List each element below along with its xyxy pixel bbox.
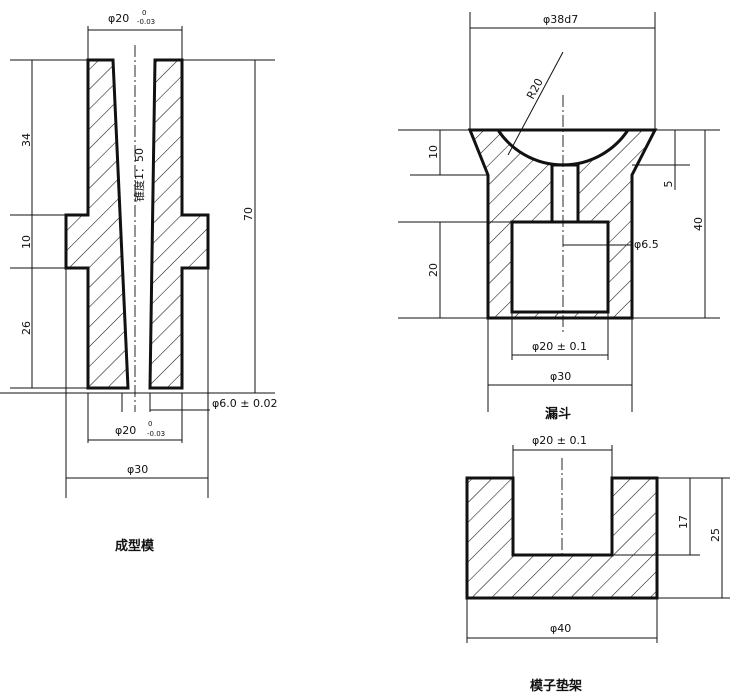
forming-die-top-tol-lower: -0.03 xyxy=(137,18,155,26)
funnel-bore-diameter: φ20 ± 0.1 xyxy=(532,340,587,353)
funnel-neck: 5 xyxy=(662,181,675,188)
forming-die-height-lower: 26 xyxy=(20,321,33,335)
forming-die-bottom-tol-lower: -0.03 xyxy=(147,430,165,438)
die-pad-outer-diameter: φ40 xyxy=(550,622,571,635)
forming-die-left-wall xyxy=(64,58,130,390)
forming-die-caption: 成型模 xyxy=(115,538,155,554)
funnel-bore-depth: 20 xyxy=(427,263,440,277)
die-pad-bore-depth: 17 xyxy=(677,515,690,529)
forming-die-top-diameter: φ20 xyxy=(108,12,129,25)
forming-die-height-middle: 10 xyxy=(20,235,33,249)
forming-die-bottom-tol-upper: 0 xyxy=(148,420,152,428)
forming-die-view: φ20 0 -0.03 34 10 26 70 锥度1：50 φ6.0 ± 0.… xyxy=(0,9,277,554)
die-pad-bore-diameter: φ20 ± 0.1 xyxy=(532,434,587,447)
forming-die-small-bore: φ6.0 ± 0.02 xyxy=(212,397,277,410)
funnel-radius: R20 xyxy=(524,76,546,101)
die-pad-height: 25 xyxy=(709,528,722,542)
forming-die-bottom-diameter: φ20 xyxy=(115,424,136,437)
funnel-caption: 漏斗 xyxy=(545,406,571,422)
funnel-body xyxy=(467,128,658,320)
funnel-total-height: 40 xyxy=(692,217,705,231)
forming-die-total-height: 70 xyxy=(242,207,255,221)
funnel-hole: φ6.5 xyxy=(634,238,659,251)
funnel-rim-height: 10 xyxy=(427,145,440,159)
forming-die-collar-diameter: φ30 xyxy=(127,463,148,476)
funnel-outer-diameter: φ30 xyxy=(550,370,571,383)
die-pad-caption: 模子垫架 xyxy=(530,678,582,694)
funnel-top-diameter: φ38d7 xyxy=(543,13,578,26)
die-pad-view: φ20 ± 0.1 17 25 φ40 模子垫架 xyxy=(465,434,730,694)
forming-die-top-tol-upper: 0 xyxy=(142,9,146,17)
funnel-view: φ38d7 R20 10 5 40 φ6.5 20 φ20 ± 0.1 xyxy=(398,12,720,422)
forming-die-taper-label: 锥度1：50 xyxy=(132,148,146,202)
forming-die-right-wall xyxy=(148,58,210,390)
forming-die-height-upper: 34 xyxy=(20,133,33,147)
